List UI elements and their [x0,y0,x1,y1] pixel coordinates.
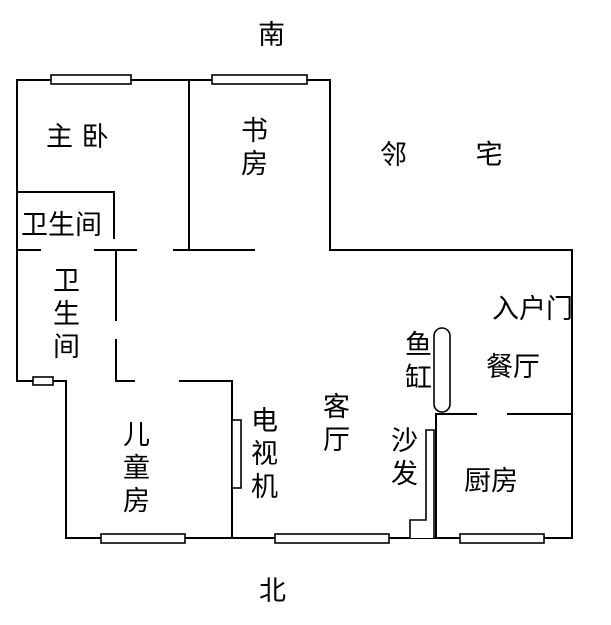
neighbor-label: 邻 宅 [380,140,503,171]
room-bathroom-1: 卫生间 [21,210,102,241]
window-study [211,74,308,85]
room-kitchen: 厨房 [464,466,518,497]
fish-tank-label: 鱼缸 [400,330,431,396]
room-living: 客厅 [318,392,349,458]
windows [32,74,545,544]
room-master-bedroom: 主 卧 [46,122,109,153]
window-bathroom [32,376,54,386]
fish-tank-shape [433,327,451,413]
window-master-bedroom [50,74,132,85]
window-kids-room [100,533,186,544]
tv-cabinet-shape [231,419,242,489]
entrance-door-label: 入户门 [492,294,573,325]
window-living [274,533,390,544]
wall-bath1-box [16,191,115,239]
sofa-label: 沙发 [386,426,417,492]
wall-kids-top [179,380,233,539]
furniture [231,327,451,538]
room-kids: 儿童房 [118,420,149,519]
room-bathroom-2: 卫生间 [48,266,79,365]
sofa-shape [409,429,435,538]
walls [16,79,573,539]
window-kitchen [459,533,545,544]
wall-left [16,79,573,539]
wall-bath-side-2 [115,339,135,382]
compass-north: 北 [259,576,286,607]
room-dining: 餐厅 [486,352,540,383]
compass-south: 南 [258,20,285,51]
tv-label: 电视机 [246,406,277,505]
room-study: 书房 [236,116,267,182]
